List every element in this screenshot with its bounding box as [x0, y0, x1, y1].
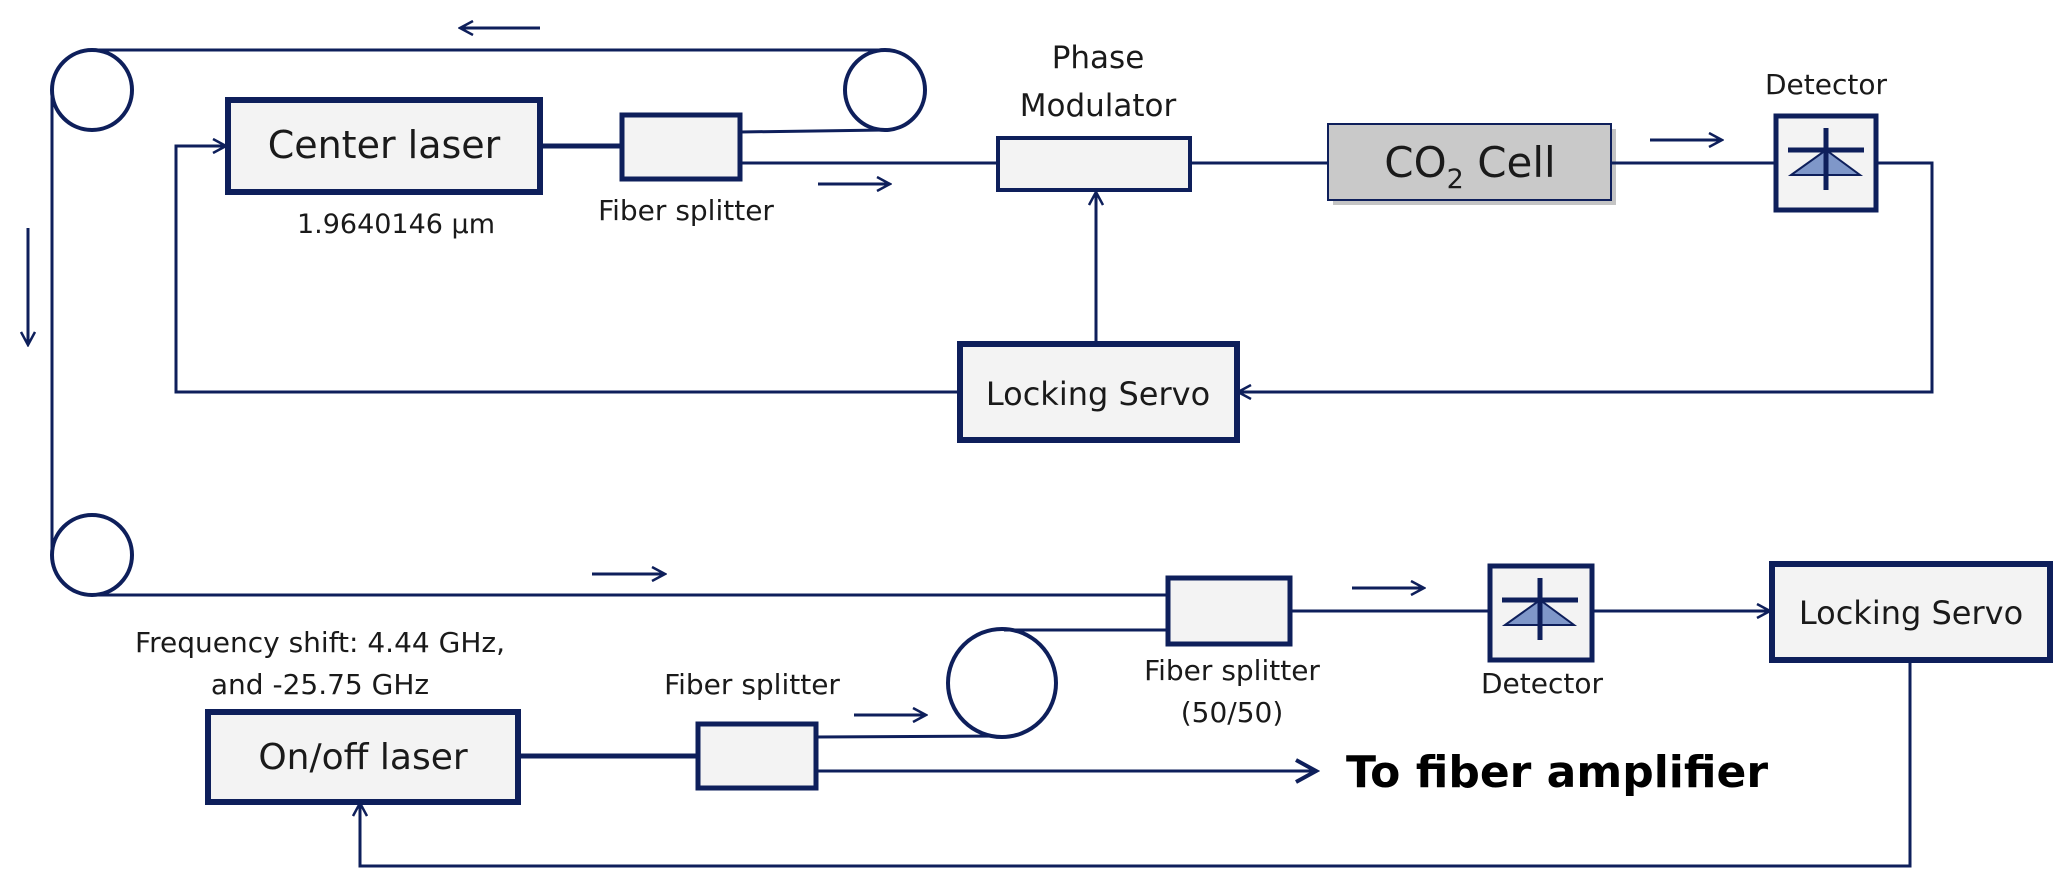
fiber-splitter-5050-label-line1: Fiber splitter [1144, 654, 1320, 687]
center-laser: Center laser [225, 97, 543, 195]
locking-servo-top-label: Locking Servo [986, 375, 1210, 413]
onoff-laser-label: On/off laser [258, 737, 468, 778]
detector-top-label: Detector [1765, 68, 1887, 101]
co2-cell-label: CO2 Cell [1384, 138, 1555, 195]
frequency-shift-label-line1: Frequency shift: 4.44 GHz, [135, 626, 505, 659]
fiber-splitter-top-label: Fiber splitter [598, 194, 774, 227]
fiber-splitter-bottom [695, 721, 819, 791]
phase-modulator-label-line1: Phase [1052, 40, 1145, 76]
center-laser-label: Center laser [268, 123, 501, 167]
detector-top [1773, 113, 1879, 213]
fiber-spool-bottom-left [50, 513, 134, 597]
detector-bottom [1487, 563, 1595, 663]
locking-servo-bottom: Locking Servo [1769, 561, 2053, 663]
fiber-loop [50, 48, 1168, 597]
fiber-splitter-top [619, 112, 743, 182]
locking-servo-top: Locking Servo [957, 341, 1240, 443]
fiber-splitter-5050 [1165, 575, 1293, 647]
fiber-spool-top-right [843, 48, 927, 132]
fiber-spool-top-left [50, 48, 134, 132]
fiber-splitter-bottom-label: Fiber splitter [664, 668, 840, 701]
frequency-shift-label-line2: and -25.75 GHz [211, 668, 429, 701]
co2-cell: CO2 Cell [1327, 123, 1616, 205]
onoff-laser: On/off laser [205, 709, 521, 805]
fiber-coil-bottom [815, 627, 1168, 739]
output-to-fiber-amplifier-label: To fiber amplifier [1346, 747, 1768, 798]
phase-modulator-label-line2: Modulator [1020, 88, 1177, 124]
center-laser-wavelength: 1.9640146 μm [297, 209, 495, 240]
detector-bottom-label: Detector [1481, 667, 1603, 700]
phase-modulator [996, 136, 1192, 192]
fiber-splitter-5050-label-line2: (50/50) [1181, 696, 1284, 729]
locking-servo-bottom-label: Locking Servo [1799, 594, 2023, 632]
